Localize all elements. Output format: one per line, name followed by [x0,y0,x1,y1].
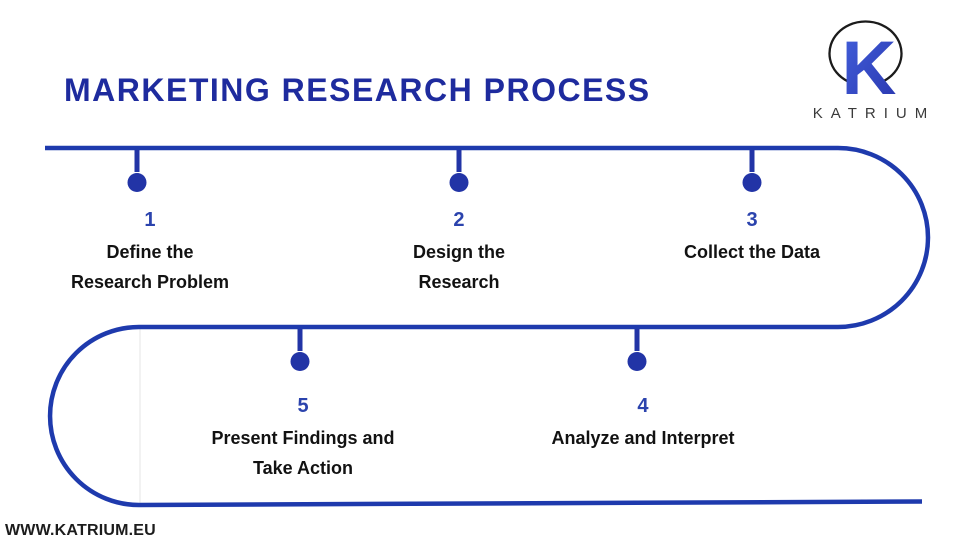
step-5-number: 5 [297,395,309,417]
step-5: 5 Present Findings and Take Action [211,394,394,483]
step-1-label: Define the Research Problem [71,237,229,297]
page-title: MARKETING RESEARCH PROCESS [64,72,651,108]
step-4-label: Analyze and Interpret [551,423,734,453]
step-1-label-line2: Research Problem [70,272,230,292]
logo-k-letter: K [842,26,897,111]
katrium-logo: K KATRIUM [813,20,935,122]
step-3-number: 3 [746,209,758,231]
step-2-dot [449,173,469,192]
step-dots [127,173,762,371]
step-5-label-line1: Present Findings and [211,428,395,448]
website-url: WWW.KATRIUM.EU [5,522,156,539]
step-1-dot [127,173,147,192]
step-2: 2 Design the Research [413,208,505,297]
step-5-label-line2: Take Action [252,458,354,478]
step-1-label-line1: Define the [106,242,194,262]
step-3-label: Collect the Data [684,237,820,267]
step-5-dot [290,352,310,371]
step-2-label: Design the Research [413,237,505,297]
step-3-label-line1: Collect the Data [683,242,821,262]
step-4-dot [627,352,647,371]
step-2-number: 2 [453,209,465,231]
step-3: 3 Collect the Data [684,208,820,267]
timeline-path [45,145,931,508]
step-2-label-line2: Research [418,272,500,292]
step-2-label-line1: Design the [412,242,506,262]
step-5-label: Present Findings and Take Action [211,423,394,483]
step-1: 1 Define the Research Problem [71,208,229,297]
step-stems [134,150,755,351]
step-4-number: 4 [637,395,649,417]
logo-brand-text: KATRIUM [813,105,935,122]
step-3-dot [742,173,762,192]
step-4-label-line1: Analyze and Interpret [551,428,735,448]
step-1-number: 1 [144,209,156,231]
step-4: 4 Analyze and Interpret [551,394,734,453]
logo-circle-icon [828,20,903,83]
